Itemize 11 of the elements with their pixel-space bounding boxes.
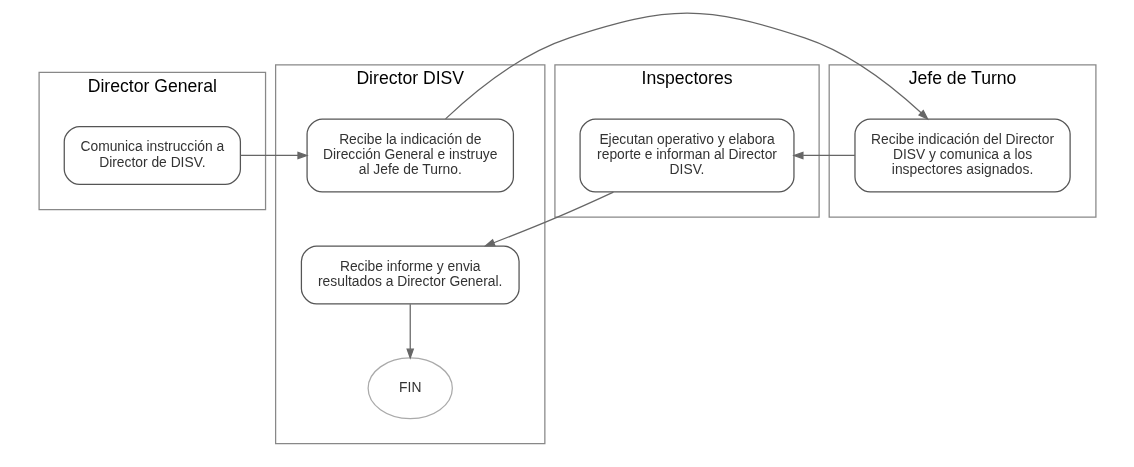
node-box: Recibe la indicación de Dirección General e instruye al Jefe de Turno. — [305, 118, 514, 193]
arrow — [444, 12, 929, 121]
node-box: Recibe informe y envia resultados a Director General. — [300, 245, 520, 305]
arrow — [791, 151, 856, 160]
node-ellipse: FIN — [367, 357, 453, 420]
node-box: Recibe indicación del Director DISV y comunica a los inspectores asignados. — [853, 118, 1071, 193]
node-box: Comunica instrucción a Director de DISV. — [63, 125, 241, 186]
node-box: Ejecutan operativo y elabora reporte e informan al Director DISV. — [578, 118, 795, 193]
arrow — [483, 191, 614, 247]
arrow — [405, 303, 414, 360]
arrow — [239, 151, 309, 160]
